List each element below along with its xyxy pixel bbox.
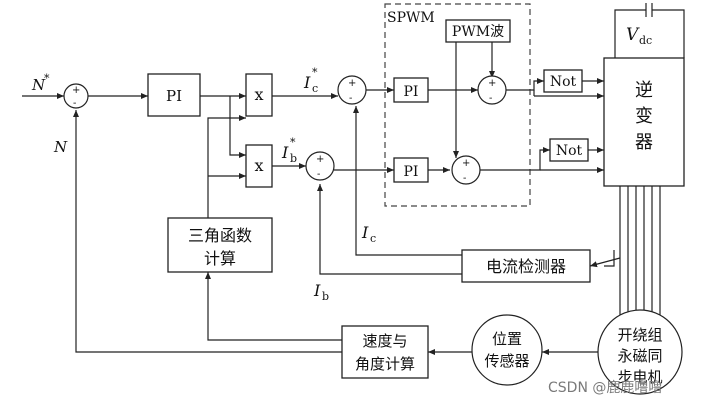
not-gate-1: Not (543, 69, 583, 93)
svg-text:N: N (31, 76, 46, 94)
svg-text:-: - (73, 98, 76, 109)
svg-text:位置: 位置 (492, 330, 522, 348)
label-n-ref: N * (31, 72, 50, 94)
svg-text:传感器: 传感器 (484, 352, 529, 370)
svg-text:x: x (254, 85, 263, 104)
summer-pwm-c: + - (477, 75, 507, 105)
svg-text:*: * (290, 136, 296, 149)
svg-text:开绕组: 开绕组 (617, 326, 662, 344)
svg-text:-: - (349, 93, 352, 104)
svg-text:dc: dc (639, 34, 652, 47)
svg-text:永磁同: 永磁同 (617, 347, 662, 365)
summer-current-c: + - (337, 75, 367, 105)
svg-text:-: - (317, 169, 320, 180)
svg-text:PI: PI (166, 87, 182, 105)
svg-text:+: + (316, 154, 324, 165)
label-ib: I b (313, 281, 329, 303)
svg-text:三角函数: 三角函数 (188, 226, 252, 245)
svg-text:I: I (303, 73, 311, 92)
svg-text:-: - (463, 173, 466, 184)
svg-text:-: - (489, 93, 492, 104)
svg-text:+: + (348, 78, 356, 89)
pi-speed-block: PI (147, 73, 201, 117)
svg-text:角度计算: 角度计算 (355, 355, 415, 373)
svg-text:器: 器 (635, 132, 653, 153)
summer-pwm-b: + - (451, 155, 481, 185)
current-detector-block: 电流检测器 (461, 249, 591, 283)
pi-current-c-block: PI (393, 77, 429, 103)
svg-text:逆: 逆 (635, 80, 653, 101)
svg-text:PI: PI (404, 164, 419, 180)
label-ic: I c (361, 223, 376, 245)
watermark: CSDN @鹿鹿噜噜 (548, 379, 662, 396)
svg-text:PI: PI (404, 84, 419, 100)
multiplier-b-block: x (245, 144, 273, 188)
label-ic-ref: I c * (303, 66, 318, 95)
svg-text:Not: Not (556, 143, 583, 159)
svg-text:Not: Not (550, 74, 577, 90)
svg-text:变: 变 (635, 106, 653, 127)
motor-block: 开绕组 永磁同 步电机 (597, 309, 683, 395)
svg-text:b: b (290, 152, 297, 165)
multiplier-c-block: x (245, 73, 273, 117)
label-n-feedback: N (53, 138, 68, 156)
svg-text:步电机: 步电机 (617, 368, 662, 386)
svg-text:+: + (462, 158, 470, 169)
svg-text:x: x (254, 156, 263, 175)
svg-text:计算: 计算 (204, 249, 236, 268)
label-ib-ref: I b * (281, 136, 297, 165)
summer-speed: + - (63, 83, 89, 109)
label-vdc: V dc (626, 25, 652, 47)
svg-text:I: I (361, 223, 369, 242)
inverter-block: 逆 变 器 (603, 57, 685, 187)
svg-text:+: + (72, 85, 80, 96)
svg-text:PWM波: PWM波 (452, 24, 504, 40)
speed-angle-calc-block: 速度与 角度计算 (341, 325, 429, 379)
svg-text:c: c (370, 232, 376, 245)
svg-text:I: I (281, 143, 289, 162)
pwm-wave-block: PWM波 (445, 19, 511, 43)
svg-text:V: V (626, 25, 640, 45)
svg-text:+: + (488, 78, 496, 89)
trig-calc-block: 三角函数 计算 (167, 217, 273, 273)
svg-text:电流检测器: 电流检测器 (486, 257, 566, 276)
spwm-group-border (384, 3, 531, 207)
signal-wires (22, 3, 685, 355)
summer-current-b: + - (305, 151, 335, 181)
svg-text:*: * (44, 72, 50, 85)
spwm-label: SPWM (387, 10, 435, 26)
svg-text:I: I (313, 281, 321, 300)
svg-text:c: c (312, 82, 318, 95)
svg-text:速度与: 速度与 (362, 332, 407, 350)
svg-text:*: * (312, 66, 318, 79)
svg-text:b: b (322, 290, 329, 303)
position-sensor-block: 位置 传感器 (471, 314, 543, 386)
not-gate-2: Not (549, 138, 589, 162)
pi-current-b-block: PI (393, 157, 429, 183)
